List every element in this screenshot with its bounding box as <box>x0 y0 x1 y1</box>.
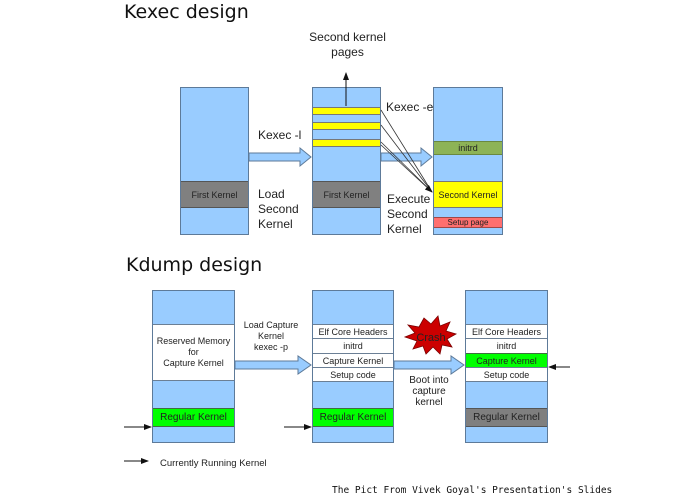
capture-kernel-label: Capture Kernel <box>476 355 537 366</box>
kexec-e-block-arrow <box>380 146 433 168</box>
regular-kernel-label: Regular Kernel <box>160 412 227 423</box>
boot-line-1: Boot into <box>409 375 449 386</box>
reserved-memory-band: Reserved Memory for Capture Kernel <box>153 324 234 381</box>
kdump-memory-loaded: Elf Core Headers initrd Capture Kernel S… <box>312 290 394 443</box>
kdump-memory-crashed: Elf Core Headers initrd Capture Kernel S… <box>465 290 548 443</box>
second-kernel-band: Second Kernel <box>434 181 502 208</box>
source-caption: The Pict From Vivek Goyal's Presentation… <box>332 485 613 496</box>
regular-kernel-label: Regular Kernel <box>473 412 540 423</box>
initrd-label: initrd <box>343 341 363 351</box>
load-line-3: Kernel <box>258 217 293 231</box>
kexec-memory-after: initrd Second Kernel Setup page <box>433 87 503 235</box>
reserved-line-3: Capture Kernel <box>163 358 224 368</box>
regular-kernel-band: Regular Kernel <box>153 408 234 427</box>
second-kernel-page-1 <box>313 107 380 115</box>
load-second-kernel-label: Load Second Kernel <box>258 187 299 232</box>
kdump-design-title: Kdump design <box>126 254 263 276</box>
setup-code-label: Setup code <box>483 369 530 380</box>
load-line-2: Second <box>258 202 299 216</box>
first-kernel-band: First Kernel <box>181 181 248 208</box>
load-capture-kernel-label: Load Capture Kernel kexec -p <box>236 320 306 353</box>
load-capture-line-1: Load Capture <box>243 320 299 330</box>
initrd-label: initrd <box>458 143 478 153</box>
execute-line-1: Execute <box>387 192 431 206</box>
second-kernel-label: Second Kernel <box>438 189 498 200</box>
second-kernel-pages-line-1: Second kernel <box>309 30 386 44</box>
setup-page-label: Setup page <box>447 218 489 227</box>
second-kernel-pages-label: Second kernel pages <box>300 30 395 60</box>
first-kernel-label: First Kernel <box>323 189 370 200</box>
kexec-memory-before: First Kernel <box>180 87 249 235</box>
second-kernel-page-2 <box>313 122 380 130</box>
elf-core-headers-label: Elf Core Headers <box>471 326 542 337</box>
regular-kernel-label: Regular Kernel <box>319 412 387 423</box>
first-kernel-band: First Kernel <box>313 181 380 208</box>
crash-label: Crash <box>416 332 445 344</box>
reserved-line-1: Reserved Memory <box>156 336 231 346</box>
kexec-memory-loaded: First Kernel <box>312 87 381 235</box>
second-kernel-page-3 <box>313 139 380 147</box>
kexec-e-label: Kexec -e <box>386 100 434 114</box>
initrd-band: initrd <box>434 141 502 155</box>
setup-code-row: Setup code <box>313 367 393 382</box>
page-to-kernel-lines <box>380 109 433 193</box>
legend-label: Currently Running Kernel <box>160 458 267 469</box>
first-kernel-label: First Kernel <box>191 189 238 200</box>
kexec-design-title: Kexec design <box>124 1 249 23</box>
load-capture-block-arrow <box>234 355 312 375</box>
boot-into-capture-kernel-label: Boot into capture kernel <box>394 375 464 408</box>
execute-line-3: Kernel <box>387 222 422 236</box>
load-capture-line-3: kexec -p <box>253 342 288 352</box>
regular-kernel-band: Regular Kernel <box>313 408 393 427</box>
load-line-1: Load <box>258 187 285 201</box>
reserved-line-2: for <box>188 347 199 357</box>
setup-page-band: Setup page <box>434 217 502 228</box>
load-capture-line-2: Kernel <box>257 331 284 341</box>
boot-capture-block-arrow <box>393 355 465 375</box>
boot-line-2: capture <box>412 386 446 397</box>
boot-line-3: kernel <box>415 397 443 408</box>
execute-line-2: Second <box>387 207 428 221</box>
capture-kernel-label: Capture Kernel <box>322 355 384 366</box>
crash-starburst-icon: Crash <box>403 315 458 355</box>
kexec-l-block-arrow <box>248 146 312 168</box>
regular-kernel-band: Regular Kernel <box>466 408 547 427</box>
setup-code-label: Setup code <box>330 369 376 380</box>
second-kernel-pages-line-2: pages <box>331 45 364 59</box>
initrd-label: initrd <box>496 341 517 351</box>
execute-second-kernel-label: Execute Second Kernel <box>387 192 430 237</box>
kexec-l-label: Kexec -l <box>258 128 302 142</box>
kdump-memory-initial: Reserved Memory for Capture Kernel Regul… <box>152 290 235 443</box>
setup-code-row: Setup code <box>466 367 547 382</box>
elf-core-headers-label: Elf Core Headers <box>318 326 388 337</box>
